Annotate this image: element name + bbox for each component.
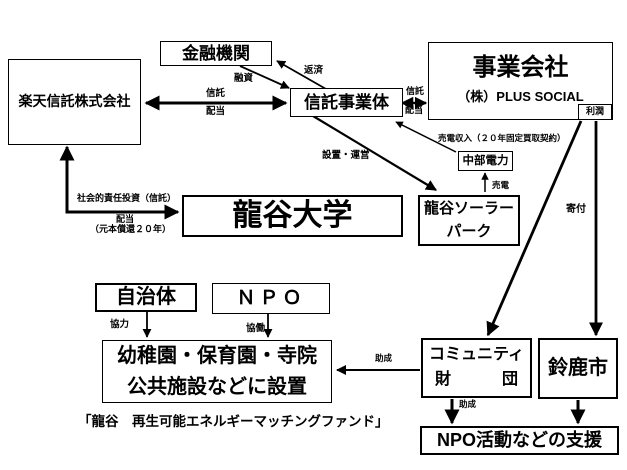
arrow-donation-community [486,120,583,337]
box-npo-label: ＮＰＯ [236,287,306,309]
box-community-fund-line2-right: 団 [501,371,518,388]
box-financial-institution: 金融機関 [160,41,272,66]
label-repayment: 返済 [304,65,324,76]
box-business-company-subtitle: （株）PLUS SOCIAL [457,89,584,104]
box-ryukoku-university-label: 龍谷大学 [232,199,353,233]
label-power-sale: 売電 [492,180,510,190]
arrow-install-operate [312,115,437,191]
box-solar-park: 龍谷ソーラー パーク [418,195,520,246]
label-donation: 寄付 [566,204,586,215]
box-municipality: 自治体 [95,283,197,312]
box-community-fund-line2: 財 団 [423,368,530,393]
box-trust-entity: 信託事業体 [290,88,403,117]
label-power-sale-income: 売電収入（２０年固定買取契約） [438,133,566,143]
box-municipality-label: 自治体 [116,286,176,308]
box-facilities-line1: 幼稚園・保育園・寺院 [117,344,317,367]
box-suzuka-city-label: 鈴鹿市 [548,357,608,379]
arrow-repayment [276,60,327,90]
box-profit: 利潤 [578,104,612,120]
box-solar-park-line1: 龍谷ソーラー [423,200,514,217]
box-community-fund-line1: コミュニティ [428,346,525,364]
box-business-company-title: 事業会社 [472,54,569,81]
label-install-operate: 設置・運営 [322,150,370,161]
box-community-fund-line2-left: 財 [435,371,452,388]
label-dividend-left: 配当 [206,106,226,117]
box-ryukoku-university: 龍谷大学 [182,195,403,237]
box-chubu-electric: 中部電力 [458,151,513,171]
box-npo-support: NPO活動などの支援 [420,426,619,455]
label-trust-right: 信託 [406,86,425,96]
box-profit-label: 利潤 [585,106,604,117]
label-trust-left: 信託 [206,88,226,99]
box-chubu-electric-label: 中部電力 [462,154,509,167]
box-financial-institution-label: 金融機関 [182,43,250,63]
fund-caption: 「龍谷 再生可能エネルギーマッチングファンド」 [78,414,389,429]
box-rakuten-trust-label: 楽天信託株式会社 [18,93,131,110]
label-dividend-right: 配当 [405,105,424,115]
box-trust-entity-label: 信託事業体 [304,92,389,112]
box-suzuka-city: 鈴鹿市 [538,338,618,399]
box-facilities-line2: 公共施設などに設置 [127,375,307,398]
label-sri-investment: 社会的責任投資（信託） [77,193,177,203]
box-solar-park-line2: パーク [446,222,492,240]
box-rakuten-trust: 楽天信託株式会社 [8,59,141,145]
label-loan: 融資 [234,73,254,84]
label-sri-dividend: 配当 [116,214,135,224]
label-grant-down: 助成 [459,399,477,409]
label-principal-note: （元本償還２０年） [90,224,172,234]
box-community-fund: コミュニティ 財 団 [421,338,532,398]
label-collaboration: 協働 [246,323,266,334]
box-npo: ＮＰＯ [212,283,330,314]
label-cooperation: 協力 [110,319,130,330]
box-facilities: 幼稚園・保育園・寺院 公共施設などに設置 [102,340,332,403]
arrow-power-sale-income [395,121,457,153]
label-grant-left: 助成 [375,353,393,363]
box-npo-support-label: NPO活動などの支援 [436,430,602,451]
arrow-loan [239,65,290,89]
